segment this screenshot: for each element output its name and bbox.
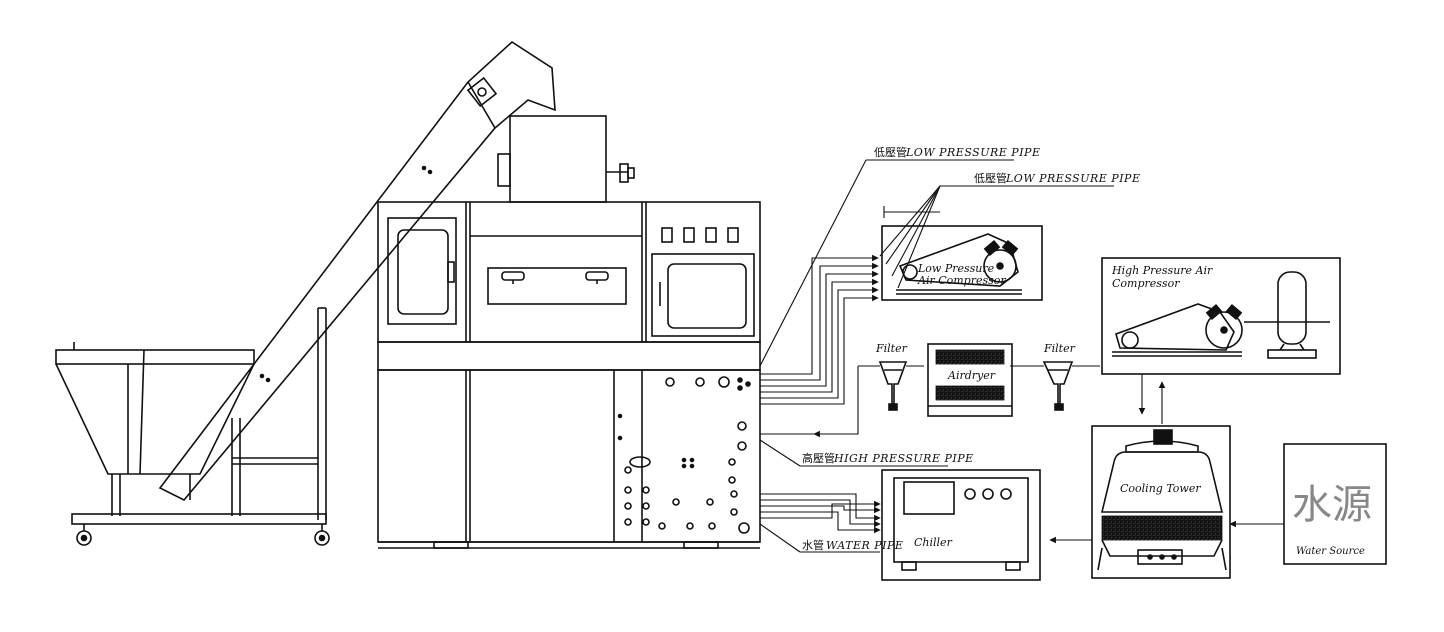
- high-pressure-pipe-label: HIGH PRESSURE PIPE: [833, 452, 974, 465]
- low-pressure-compressor-label-line2: Air Compressor: [917, 274, 1006, 287]
- low-pressure-compressor-label-line1: Low Pressure: [917, 262, 995, 275]
- water-source-cjk-label: 水源: [1292, 482, 1372, 528]
- filter-right: [1042, 361, 1074, 411]
- low-pressure-air-compressor: [881, 225, 1043, 301]
- low-pressure-pipe-label-2: LOW PRESSURE PIPE: [1005, 172, 1140, 185]
- high-pressure-pipe-label-prefix: 高壓管: [802, 451, 835, 465]
- low-pressure-pipe-label-2-prefix: 低壓管: [974, 171, 1007, 185]
- extruder-machine: [377, 115, 761, 549]
- screw-conveyor: [158, 40, 556, 520]
- chiller: [881, 469, 1041, 581]
- filter-left: [878, 361, 908, 411]
- high-pressure-compressor-label-line1: High Pressure Air: [1111, 264, 1213, 277]
- cooling-tower: [1091, 425, 1231, 579]
- feed-hopper: [55, 342, 330, 546]
- filter-left-label: Filter: [875, 342, 908, 355]
- airdryer-label: Airdryer: [947, 369, 996, 382]
- pipe-network: [759, 159, 1284, 553]
- water-source: [1283, 443, 1387, 565]
- filter-right-label: Filter: [1043, 342, 1076, 355]
- airdryer: [927, 343, 1013, 417]
- water-source-label: Water Source: [1296, 546, 1365, 557]
- high-pressure-air-compressor: [1101, 257, 1341, 375]
- low-pressure-pipe-label-1-prefix: 低壓管: [874, 145, 907, 159]
- chiller-label: Chiller: [914, 536, 953, 549]
- low-pressure-pipe-label-1: LOW PRESSURE PIPE: [905, 146, 1040, 159]
- cooling-tower-label: Cooling Tower: [1120, 482, 1201, 495]
- water-pipe-label: WATER PIPE: [826, 539, 903, 552]
- high-pressure-compressor-label-line2: Compressor: [1112, 277, 1180, 290]
- water-pipe-label-prefix: 水管: [802, 538, 824, 552]
